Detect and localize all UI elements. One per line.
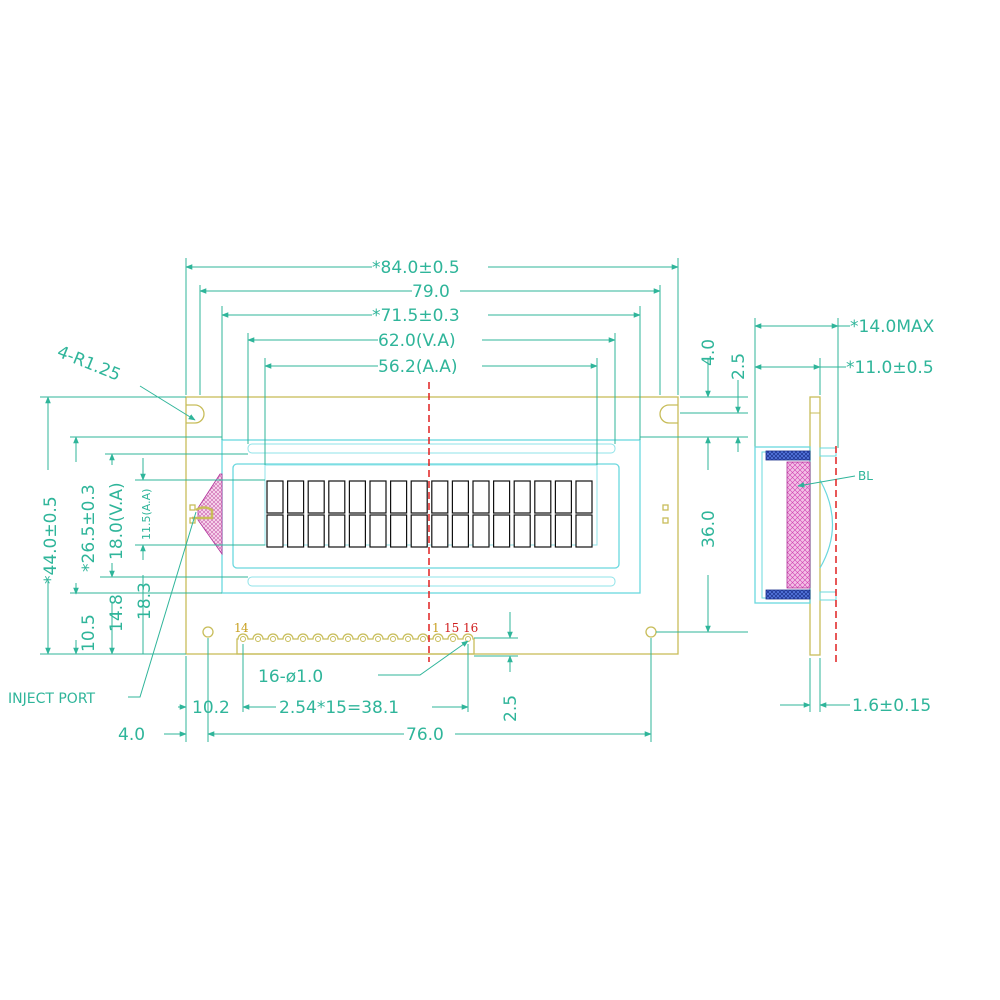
character-cell xyxy=(554,480,573,514)
side-backlight-label: BL xyxy=(858,469,873,483)
character-cell xyxy=(307,480,325,514)
character-cell xyxy=(410,514,428,548)
character-cell xyxy=(575,514,593,548)
dim-pin-pitch: 2.54*15=38.1 xyxy=(279,698,399,718)
pin-hole xyxy=(465,636,471,642)
dim-left-10-5: 10.5 xyxy=(79,614,99,652)
character-cell xyxy=(431,514,449,548)
top-dimensions: *84.0±0.5 79.0 *71.5±0.3 62.0(V.A) 56.2(… xyxy=(54,258,679,465)
character-cell xyxy=(369,480,387,514)
pin-labels: 1 4 1 15 16 xyxy=(234,621,478,635)
pin-hole xyxy=(255,636,261,642)
character-cell xyxy=(534,480,552,514)
dim-hole-pitch-top: 79.0 xyxy=(412,282,450,302)
pin-hole xyxy=(270,636,276,642)
character-cell xyxy=(328,514,346,548)
character-cell xyxy=(493,514,511,548)
dim-left-14-8: 14.8 xyxy=(107,594,127,632)
inject-port-label: INJECT PORT xyxy=(8,691,96,707)
pin-label-15: 15 xyxy=(444,621,459,635)
dim-bottom-76-0: 76.0 xyxy=(406,725,444,745)
dim-right-36-0: 36.0 xyxy=(699,510,719,548)
dim-right-2-5: 2.5 xyxy=(729,353,749,380)
pin-label-1-right: 1 xyxy=(432,621,440,635)
dim-pin-holes: 16-ø1.0 xyxy=(258,667,323,687)
pin-label-16: 16 xyxy=(463,621,478,635)
pin-hole xyxy=(360,636,366,642)
character-cell xyxy=(266,514,284,548)
bottom-dimensions: 16-ø1.0 2.54*15=38.1 10.2 4.0 76.0 2.5 xyxy=(118,612,652,745)
inject-port xyxy=(192,473,223,556)
character-cell xyxy=(266,480,284,514)
dim-pin-row-2-5: 2.5 xyxy=(501,695,521,722)
dim-corner-radius: 4-R1.25 xyxy=(54,342,123,386)
character-cell xyxy=(328,480,346,514)
character-cell xyxy=(348,480,366,514)
character-cell xyxy=(534,514,552,548)
side-max-thickness: *14.0MAX xyxy=(850,317,935,337)
pin-label-1-left: 1 xyxy=(234,621,242,635)
character-cell xyxy=(513,514,531,548)
pin-hole xyxy=(405,636,411,642)
dim-overall-height: *44.0±0.5 xyxy=(41,496,61,584)
character-cell xyxy=(390,480,408,514)
pin-label-4-left: 4 xyxy=(241,621,249,635)
dim-left-18-3: 18.3 xyxy=(135,582,155,620)
pin-hole xyxy=(300,636,306,642)
side-view: *14.0MAX *11.0±0.5 BL 1.6±0.15 xyxy=(754,317,935,716)
pin-hole xyxy=(240,636,246,642)
character-cell xyxy=(348,514,366,548)
character-cell xyxy=(513,480,531,514)
character-cell xyxy=(493,480,511,514)
character-cell xyxy=(575,480,593,514)
dim-bottom-4-0: 4.0 xyxy=(118,725,145,745)
left-dimensions: *44.0±0.5 *26.5±0.3 18.0(V.A) 11.5(A.A) … xyxy=(8,396,265,707)
character-cell xyxy=(390,514,408,548)
dim-right-4-0: 4.0 xyxy=(699,339,719,366)
pin-hole xyxy=(285,636,291,642)
character-cell xyxy=(472,514,490,548)
character-cell xyxy=(451,514,469,548)
pin-hole xyxy=(375,636,381,642)
character-cell xyxy=(369,514,387,548)
right-dimensions: 4.0 2.5 36.0 xyxy=(640,339,749,633)
character-cell xyxy=(410,480,428,514)
dim-active-area-height: 11.5(A.A) xyxy=(140,489,153,540)
pin-hole xyxy=(390,636,396,642)
pin-hole xyxy=(435,636,441,642)
character-cell xyxy=(472,480,490,514)
dim-lcd-width: *71.5±0.3 xyxy=(372,306,460,326)
dim-active-area-width: 56.2(A.A) xyxy=(378,357,457,377)
pin-header xyxy=(236,633,475,655)
character-cell xyxy=(307,514,325,548)
pin-hole xyxy=(420,636,426,642)
dim-overall-width: *84.0±0.5 xyxy=(372,258,460,278)
pin-header-outline xyxy=(236,633,475,655)
pin-hole xyxy=(315,636,321,642)
character-cell xyxy=(287,514,305,548)
character-cell xyxy=(554,514,573,548)
dim-lcd-height: *26.5±0.3 xyxy=(79,484,99,572)
pin-hole xyxy=(345,636,351,642)
dim-viewing-area-width: 62.0(V.A) xyxy=(378,331,456,351)
dim-pin-offset: 10.2 xyxy=(192,698,230,718)
character-cell xyxy=(431,480,449,514)
character-cell xyxy=(451,480,469,514)
pin-hole xyxy=(450,636,456,642)
character-cells xyxy=(266,480,593,548)
dim-viewing-area-height: 18.0(V.A) xyxy=(107,482,127,560)
character-cell xyxy=(287,480,305,514)
pin-hole xyxy=(330,636,336,642)
side-body-thickness: *11.0±0.5 xyxy=(846,358,934,378)
side-pcb-thickness: 1.6±0.15 xyxy=(852,696,931,716)
